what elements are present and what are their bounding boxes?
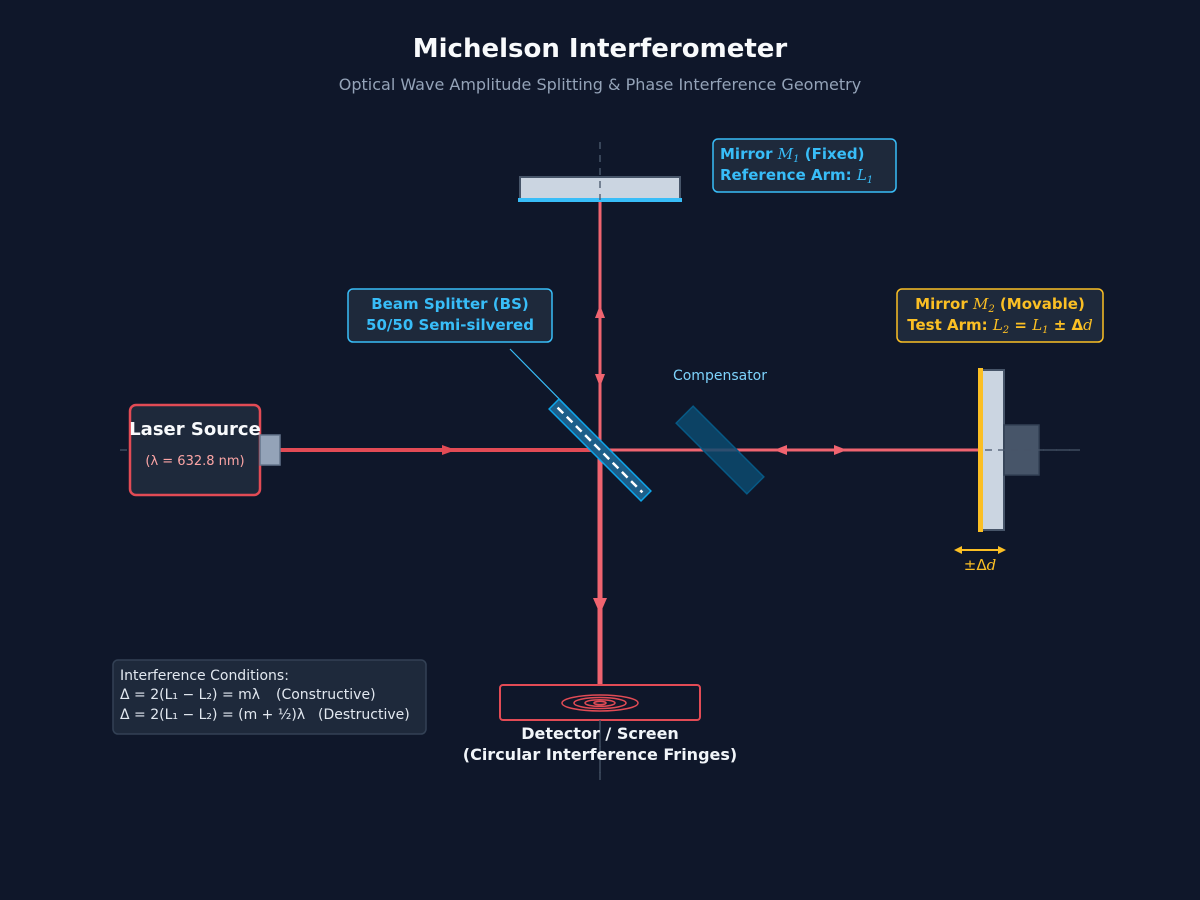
mirror-m1-label-box [712, 138, 897, 193]
laser-title: Laser Source [129, 419, 261, 440]
mirror-m2-label-line2: Test Arm: L2 = L1 ± Δd [907, 316, 1093, 336]
mirror-m1-label-line2: Reference Arm: L1 [720, 166, 873, 186]
interference-fringes [561, 694, 639, 712]
mirror-m2-reflective-surface [978, 368, 983, 532]
beam-splitter-label-box [347, 288, 553, 343]
arrow-right-icon [998, 546, 1006, 554]
mirror-m1-label-line1: Mirror M1 (Fixed) [720, 145, 864, 165]
displacement-label: ±Δd [964, 556, 996, 574]
conditions-heading: Interference Conditions: [120, 668, 289, 684]
page-title: Michelson Interferometer [413, 34, 788, 64]
interference-conditions-box [112, 659, 427, 735]
arrow-right-icon [442, 445, 456, 455]
arrow-down-icon [593, 598, 607, 614]
beam-splitter-label-line1: Beam Splitter (BS) [371, 295, 529, 313]
constructive-condition: Δ = 2(L₁ − L₂) = mλ(Constructive) [120, 687, 376, 703]
beam-splitter-label-line2: 50/50 Semi-silvered [366, 316, 534, 334]
destructive-condition: Δ = 2(L₁ − L₂) = (m + ½)λ(Destructive) [120, 707, 410, 723]
laser-wavelength: (λ = 632.8 nm) [145, 454, 244, 469]
arrow-right-icon [834, 445, 847, 455]
detector-label-line2: (Circular Interference Fringes) [463, 745, 737, 764]
arrow-up-icon [595, 305, 605, 318]
laser-aperture [259, 434, 281, 466]
mirror-m2-label-line1: Mirror M2 (Movable) [915, 295, 1085, 315]
beam-splitter [548, 398, 652, 502]
arrow-left-icon [954, 546, 962, 554]
mirror-m2-mount [1003, 424, 1040, 476]
compensator-plate [675, 405, 765, 495]
detector-screen [499, 684, 701, 721]
arrow-left-icon [774, 445, 787, 455]
arrow-down-icon [595, 374, 605, 387]
detector-label-line1: Detector / Screen [521, 724, 679, 743]
page-subtitle: Optical Wave Amplitude Splitting & Phase… [339, 75, 861, 94]
compensator-label: Compensator [673, 368, 767, 384]
mirror-m2-label-box [896, 288, 1104, 343]
